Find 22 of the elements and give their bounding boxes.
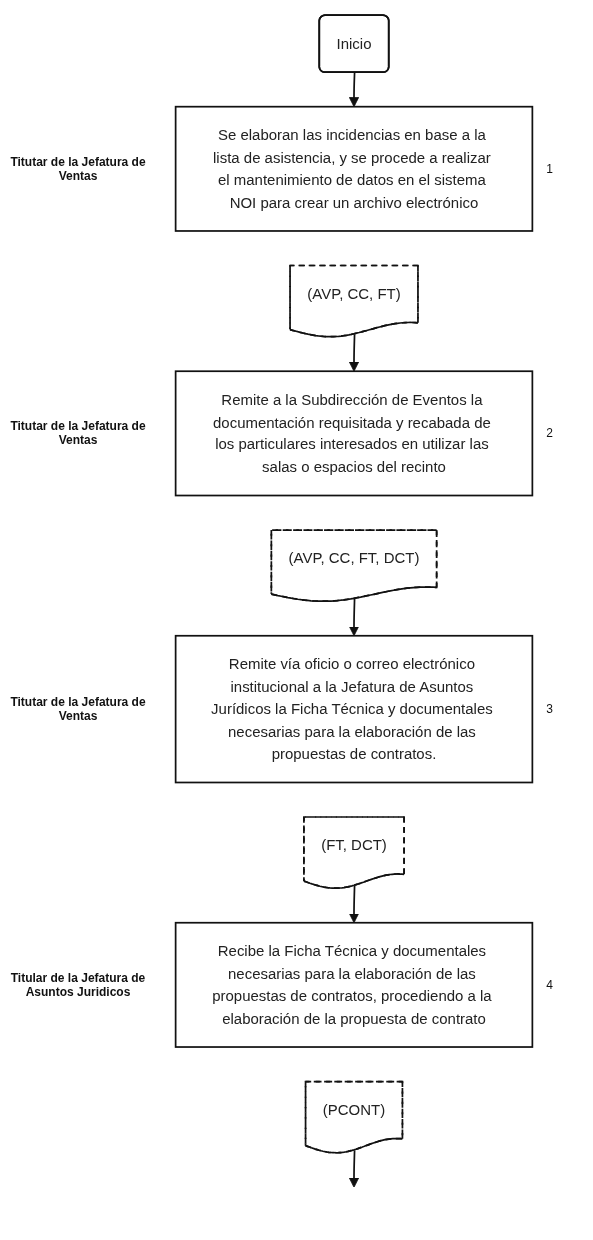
process-box: Remite a la Subdirección de Eventos la documentación requisitada y recabada de los particulares interesados en utilizar las salas o espacios del recinto <box>174 370 534 497</box>
step-number: 3 <box>546 702 554 717</box>
role-label: Titutar de la Jefatura de Ventas <box>9 695 147 724</box>
process-box: Se elaboran las incidencias en base a la lista de asistencia, y se procede a realizar el mantenimiento de datos en el sistema NOI para crear un archivo electrónico <box>174 105 534 232</box>
role-label: Titular de la Jefatura de Asuntos Juridicos <box>9 970 147 999</box>
arrow <box>348 71 360 108</box>
step-number: 2 <box>546 426 554 441</box>
document-shape: (AVP, CC, FT, DCT) <box>270 529 438 603</box>
document-shape: (PCONT) <box>304 1080 404 1154</box>
role-label: Titutar de la Jefatura de Ventas <box>9 419 147 448</box>
arrow <box>348 598 360 637</box>
start-terminal: Inicio <box>318 14 390 74</box>
process-box: Recibe la Ficha Técnica y documentales necesarias para la elaboración de las propuestas de contratos, procediendo a la elaboración de la propuesta de contrato <box>174 921 534 1048</box>
step-number: 4 <box>546 977 554 992</box>
process-box: Remite vía oficio o correo electrónico institucional a la Jefatura de Asuntos Jurídicos la Ficha Técnica y documentales necesarias para la elaboración de las propuestas de contratos. <box>174 634 534 784</box>
document-shape: (AVP, CC, FT) <box>289 264 419 338</box>
arrow <box>348 885 360 924</box>
arrow <box>348 333 360 372</box>
step-number: 1 <box>546 161 554 176</box>
role-label: Titutar de la Jefatura de Ventas <box>9 154 147 183</box>
document-shape: (FT, DCT) <box>303 816 405 890</box>
arrow <box>348 1149 360 1188</box>
